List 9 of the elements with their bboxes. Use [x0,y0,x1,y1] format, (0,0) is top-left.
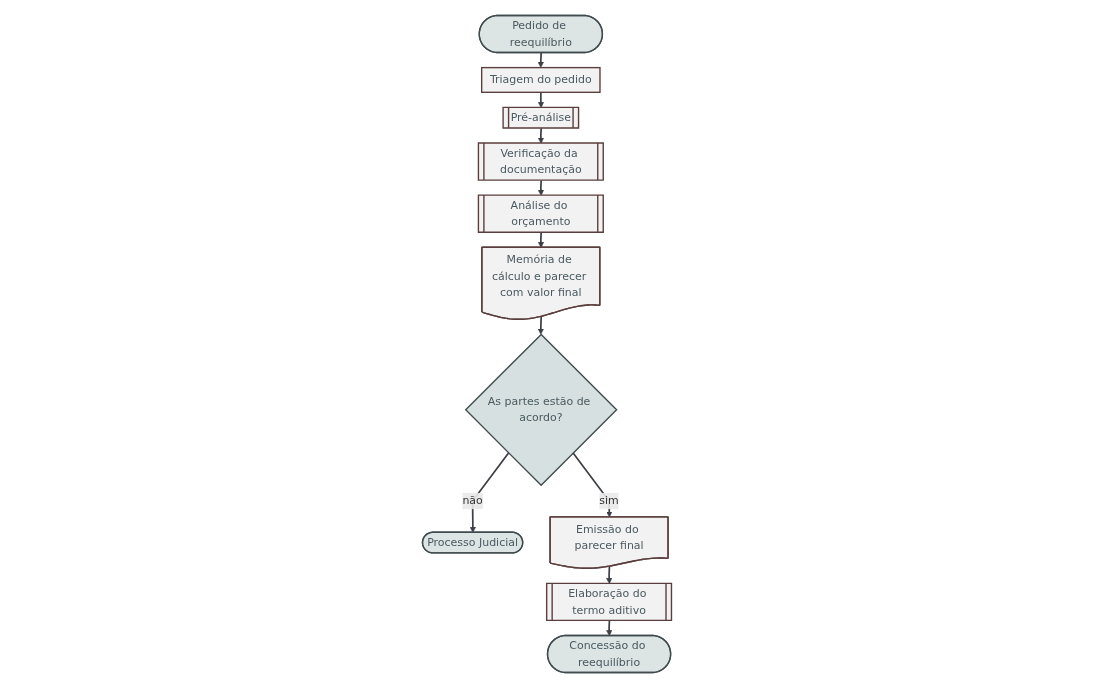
arrow [469,452,510,533]
arrow [537,127,544,144]
arrow [537,52,544,68]
arrow [606,565,613,584]
edge-label: sim [599,494,619,508]
edge-label: não [462,494,483,508]
node-box: Triagem do pedido [481,66,601,93]
arrow [537,91,544,108]
node-diamond: As partes estão de acordo? [464,333,618,487]
